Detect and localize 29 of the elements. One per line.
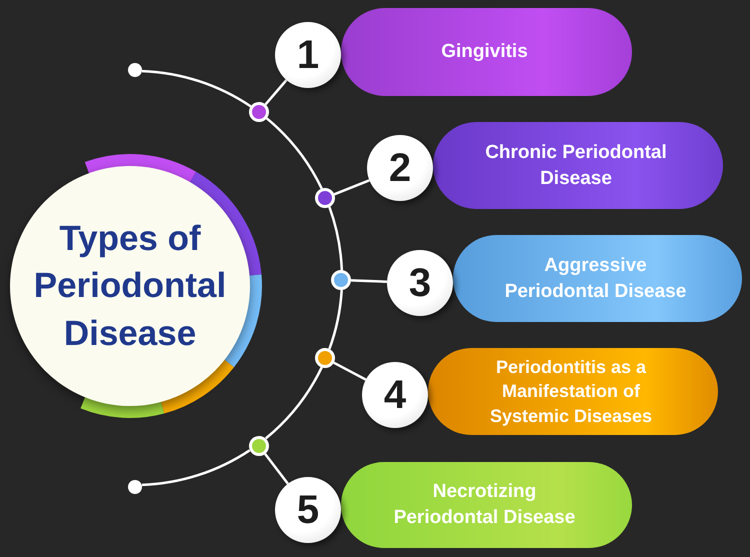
connector-line xyxy=(333,362,366,381)
number-badge: 2 xyxy=(367,135,433,201)
number-badge: 4 xyxy=(362,362,428,428)
connector-dot xyxy=(315,188,335,208)
end-dot xyxy=(128,480,142,494)
number-badge: 3 xyxy=(387,250,453,316)
category-pill: Necrotizing Periodontal Disease xyxy=(341,462,632,548)
arc-line xyxy=(142,449,250,486)
arc-line xyxy=(328,290,343,350)
arc-line xyxy=(266,117,323,190)
category-pill: Gingivitis xyxy=(341,8,632,96)
category-pill: Periodontitis as a Manifestation of Systemic Diseases xyxy=(428,348,718,435)
connector-dot xyxy=(249,102,269,122)
arc-line xyxy=(142,70,252,108)
connector-dot xyxy=(249,436,269,456)
arc-line xyxy=(264,366,323,440)
number-badge: 1 xyxy=(275,22,341,88)
connector-line xyxy=(264,79,288,106)
category-pill: Chronic Periodontal Disease xyxy=(433,122,723,209)
connector-line xyxy=(350,279,388,283)
title-circle: Types of Periodontal Disease xyxy=(10,166,250,406)
arc-line xyxy=(328,206,344,270)
category-pill: Aggressive Periodontal Disease xyxy=(453,235,742,322)
connector-line xyxy=(264,453,289,485)
connector-dot xyxy=(315,348,335,368)
number-badge: 5 xyxy=(275,477,341,543)
connector-line xyxy=(334,179,370,196)
connector-dot xyxy=(331,270,351,290)
end-dot xyxy=(128,63,142,77)
